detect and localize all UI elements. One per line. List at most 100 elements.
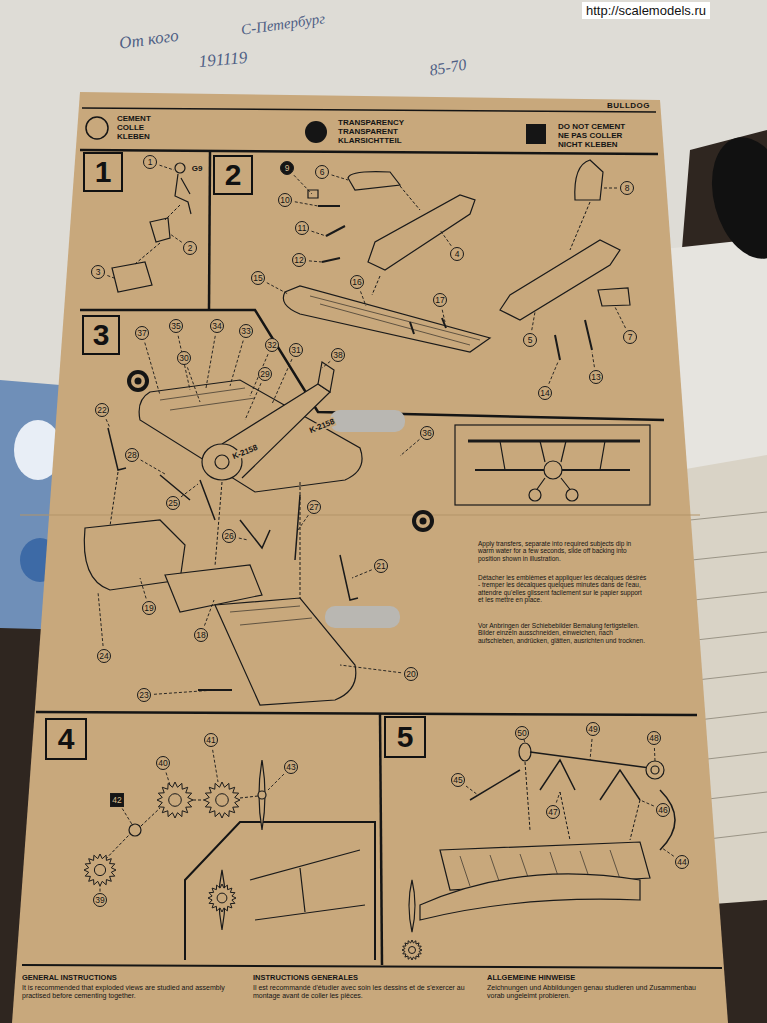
callout-number: 21 — [374, 559, 388, 573]
engine-part — [402, 940, 422, 960]
callout-number: 9 — [280, 161, 294, 175]
part-drawing — [519, 743, 531, 761]
leader-line — [122, 809, 133, 826]
callout-number: 42 — [110, 793, 124, 807]
instruction-text: Il est recommandé d'étudier avec soin le… — [253, 984, 475, 1000]
callout-number: 47 — [546, 805, 560, 819]
leader-line — [98, 592, 103, 646]
leader-line — [245, 383, 261, 420]
part-drawing — [420, 874, 640, 920]
leader-line — [107, 276, 114, 278]
legend-symbol — [86, 117, 546, 144]
callout-number: 18 — [194, 628, 208, 642]
leader-line — [187, 367, 200, 402]
callout-number: 12 — [292, 253, 306, 267]
leader-line — [170, 234, 182, 242]
callout-number: 35 — [169, 319, 183, 333]
leader-line — [267, 283, 288, 294]
leader-line — [106, 419, 110, 428]
callout-number: 5 — [523, 333, 537, 347]
callout-number: 44 — [675, 855, 689, 869]
leader-line — [640, 800, 654, 806]
sheet-title: BULLDOG — [607, 101, 650, 110]
engine-part — [208, 884, 236, 912]
desk — [699, 128, 767, 267]
callout-number: 6 — [315, 165, 329, 179]
callout-number: 45 — [451, 773, 465, 787]
callout-number: 22 — [95, 403, 109, 417]
leader-line — [311, 231, 326, 236]
callout-number: 34 — [210, 319, 224, 333]
part-drawing — [215, 455, 229, 469]
part-drawing — [250, 850, 365, 920]
leader-line — [268, 774, 284, 790]
engine-part — [169, 794, 182, 807]
engine-part — [157, 782, 193, 818]
assembly-line — [372, 186, 590, 295]
callout-number: 4 — [450, 247, 464, 261]
leader-line — [166, 773, 170, 785]
panel-border — [22, 965, 722, 968]
callout-number: 1 — [143, 155, 157, 169]
part-drawing — [258, 791, 266, 799]
callout-number: 13 — [589, 370, 603, 384]
assembly-line — [110, 472, 300, 598]
leader-line — [590, 739, 592, 760]
step-number-box: 1 — [83, 152, 123, 192]
legend-symbol — [526, 124, 546, 144]
registration-marking: K-2158 — [230, 443, 260, 462]
callout-number: 39 — [93, 893, 107, 907]
callout-number: 15 — [251, 271, 265, 285]
leader-line — [272, 359, 292, 404]
part-drawing — [283, 286, 490, 352]
leader-line — [615, 307, 626, 328]
callout-number: 2 — [183, 241, 197, 255]
leader-line — [361, 291, 366, 306]
step-number: 2 — [225, 160, 242, 190]
engine-part — [204, 782, 240, 818]
instruction-text: Vor Anbringen der Schiebebilder Bemalung… — [478, 622, 648, 644]
registration-marking: K-2158 — [307, 417, 337, 436]
part-drawing — [108, 428, 358, 600]
callout-number: 16 — [350, 275, 364, 289]
leader-line — [592, 352, 594, 367]
callout-number: 29 — [258, 367, 272, 381]
callout-number: 50 — [515, 726, 529, 740]
roundel — [412, 510, 434, 532]
leader-line — [440, 230, 451, 246]
part-drawing — [129, 824, 141, 836]
leader-line — [309, 261, 322, 262]
leader-line — [140, 578, 146, 598]
callout-number: 24 — [97, 649, 111, 663]
leader-line — [400, 439, 419, 456]
engine-part — [94, 864, 105, 875]
leader-line — [294, 175, 312, 194]
callout-number: 19 — [142, 601, 156, 615]
watermark: http://scalemodels.ru — [582, 2, 710, 19]
part-drawing — [500, 240, 620, 320]
step-number-box: 4 — [45, 718, 87, 760]
callout-number: 14 — [538, 386, 552, 400]
leader-line — [100, 886, 101, 892]
roundel — [127, 370, 434, 532]
legend-text: DO NOT CEMENT NE PAS COLLER NICHT KLEBEN — [558, 122, 630, 150]
callout-number: 17 — [433, 293, 447, 307]
instruction-sheet — [12, 92, 728, 1023]
instruction-text: Détacher les emblèmes et appliquer les d… — [478, 574, 648, 604]
handwriting: 85-70 — [428, 56, 468, 80]
engine-part — [217, 893, 227, 903]
engine-part — [84, 782, 422, 960]
callout-number: 40 — [156, 756, 170, 770]
part-drawing — [468, 440, 640, 443]
callout-number: 25 — [166, 496, 180, 510]
part-drawing — [409, 880, 415, 932]
callout-number: 49 — [586, 722, 600, 736]
leader-line — [352, 570, 372, 578]
callout-number: 43 — [284, 760, 298, 774]
callout-number: 37 — [135, 326, 149, 340]
leader-line — [295, 202, 318, 206]
leader-line — [230, 341, 243, 386]
leader-line — [298, 515, 308, 530]
